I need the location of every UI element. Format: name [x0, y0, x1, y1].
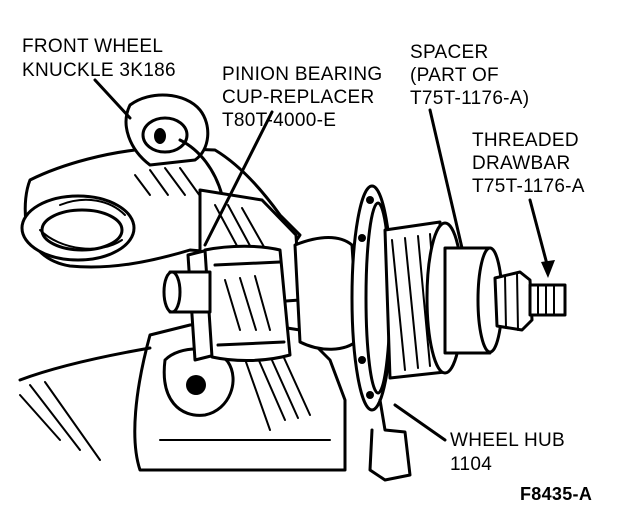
replacer-label-line3: T80T-4000-E	[222, 110, 336, 131]
hub-label-line2: 1104	[450, 454, 492, 475]
pinion-bearing-cup-replacer	[162, 244, 292, 363]
knuckle-label-line1: FRONT WHEEL	[22, 36, 163, 57]
wheel-hub	[293, 184, 412, 482]
spacer-label-line3: T75T-1176-A)	[410, 88, 529, 109]
hub-label-line1: WHEEL HUB	[450, 430, 565, 451]
drawbar-label-line1: THREADED	[472, 130, 579, 151]
spacer-label-line1: SPACER	[410, 42, 489, 63]
drawbar-label-line3: T75T-1176-A	[472, 176, 585, 197]
replacer-label-line1: PINION BEARING	[222, 64, 382, 85]
drawbar-label-line2: DRAWBAR	[472, 153, 571, 174]
knuckle-label-line2: KNUCKLE 3K186	[22, 60, 176, 81]
replacer-label-line2: CUP-REPLACER	[222, 87, 374, 108]
threaded-drawbar	[493, 270, 567, 332]
leader-lines	[93, 78, 555, 442]
spacer	[383, 220, 504, 380]
spacer-label-line2: (PART OF	[410, 65, 499, 86]
figure-id: F8435-A	[520, 484, 592, 504]
